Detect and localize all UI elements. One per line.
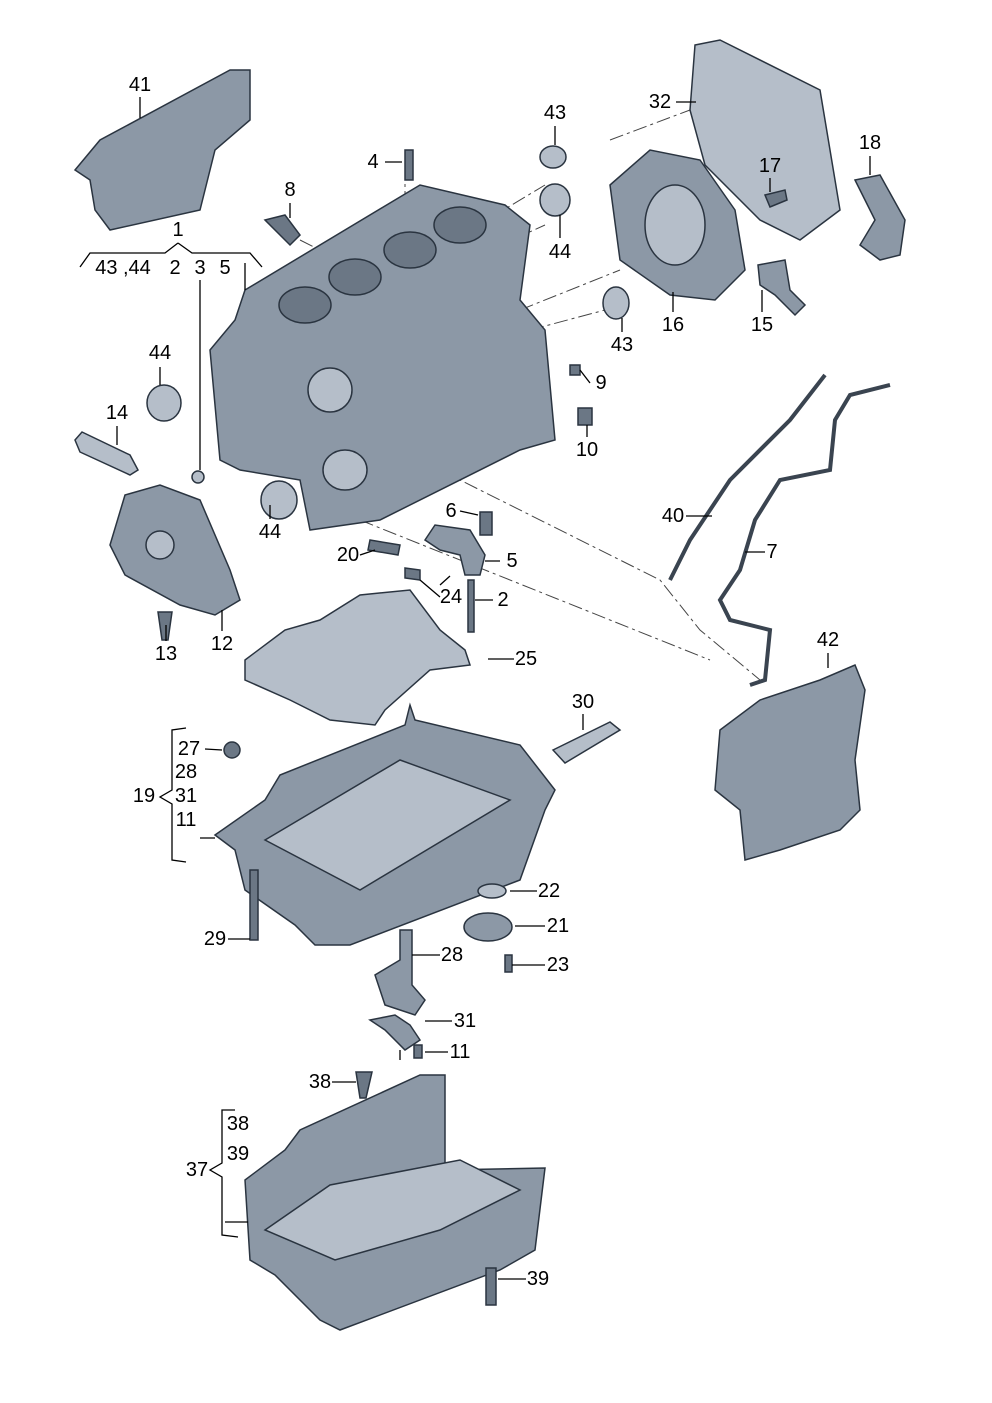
callout-2[interactable]: 2 [497,589,509,611]
group-1-child[interactable]: 2 [169,257,181,279]
callout-20[interactable]: 20 [336,544,360,566]
group-1-child[interactable]: 3 [194,257,206,279]
callout-40[interactable]: 40 [661,505,685,527]
callout-30[interactable]: 30 [571,691,595,713]
callout-29[interactable]: 29 [203,928,227,950]
callout-38[interactable]: 38 [308,1071,332,1093]
group-37-child[interactable]: 39 [226,1143,250,1165]
group-19-child[interactable]: 11 [175,809,197,831]
callout-15[interactable]: 15 [750,314,774,336]
callout-31[interactable]: 31 [453,1010,477,1032]
group-19-child[interactable]: 28 [174,761,198,783]
callout-14[interactable]: 14 [105,402,129,424]
callout-22[interactable]: 22 [537,880,561,902]
callout-41[interactable]: 41 [128,74,152,96]
callout-23[interactable]: 23 [546,954,570,976]
callout-25[interactable]: 25 [514,648,538,670]
callout-39[interactable]: 39 [526,1268,550,1290]
callout-24[interactable]: 24 [439,586,463,608]
callout-16[interactable]: 16 [661,314,685,336]
group-1-child[interactable]: 5 [219,257,231,279]
group-19-child[interactable]: 27 [177,738,201,760]
callout-28[interactable]: 28 [440,944,464,966]
callout-12[interactable]: 12 [210,633,234,655]
group-37-child[interactable]: 38 [226,1113,250,1135]
callout-8[interactable]: 8 [284,179,296,201]
callout-44[interactable]: 44 [258,521,282,543]
part-32-gasket [689,39,841,241]
group-1-label[interactable]: 1 [172,219,184,241]
callout-21[interactable]: 21 [546,915,570,937]
callout-10[interactable]: 10 [575,439,599,461]
group-19-label[interactable]: 19 [132,785,156,807]
group-37-label[interactable]: 37 [185,1159,209,1181]
callout-42[interactable]: 42 [816,629,840,651]
callout-44[interactable]: 44 [148,342,172,364]
callout-9[interactable]: 9 [595,372,607,394]
callout-4[interactable]: 4 [367,151,379,173]
callout-44[interactable]: 44 [548,241,572,263]
callout-43[interactable]: 43 [610,334,634,356]
part-42-shield [714,664,866,861]
callout-11[interactable]: 11 [449,1041,471,1063]
part-engine-block [209,184,556,531]
callout-13[interactable]: 13 [154,643,178,665]
callout-18[interactable]: 18 [858,132,882,154]
group-19-child[interactable]: 31 [174,785,198,807]
part-41-cover [73,69,251,231]
callout-7[interactable]: 7 [766,541,778,563]
group-1-child[interactable]: 43 ,44 [95,257,151,279]
callout-43[interactable]: 43 [543,102,567,124]
part-25-baffle [244,589,472,726]
callout-17[interactable]: 17 [758,155,782,177]
part-12-cover [109,484,241,616]
callout-6[interactable]: 6 [445,500,457,522]
callout-5[interactable]: 5 [506,550,518,572]
callout-32[interactable]: 32 [648,91,672,113]
